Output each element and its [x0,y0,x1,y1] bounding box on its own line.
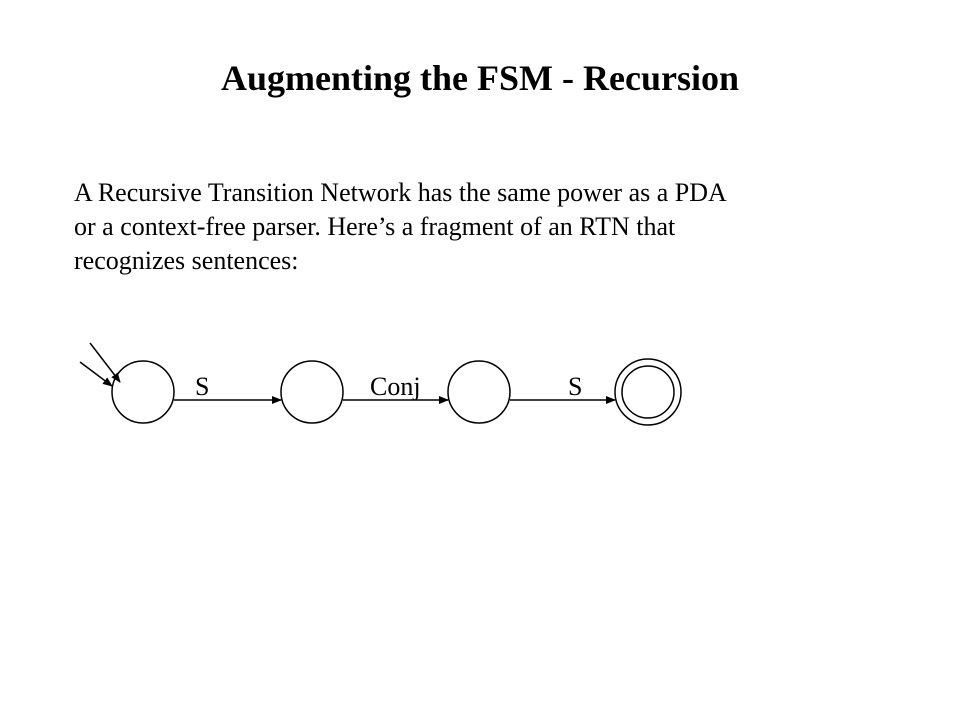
state-q3-inner-ring [621,365,675,419]
body-line-2: or a context-free parser. Here’s a fragm… [74,212,676,241]
start-arrow-2 [79,361,113,387]
state-q2 [447,360,511,424]
state-q3-accepting [614,358,682,426]
start-arrow-1 [89,342,121,383]
body-line-3: recognizes sentences: [74,246,299,275]
body-line-1: A Recursive Transition Network has the s… [74,178,727,207]
transition-label-q2-q3: S [568,372,582,401]
state-q0 [111,360,175,424]
state-q1 [280,360,344,424]
transition-label-q1-q2: Conj [370,372,421,401]
slide-title: Augmenting the FSM - Recursion [221,58,739,98]
transition-label-q0-q1: S [195,372,209,401]
body-paragraph: A Recursive Transition Network has the s… [74,176,894,278]
state-q3-outer-ring [614,358,682,426]
